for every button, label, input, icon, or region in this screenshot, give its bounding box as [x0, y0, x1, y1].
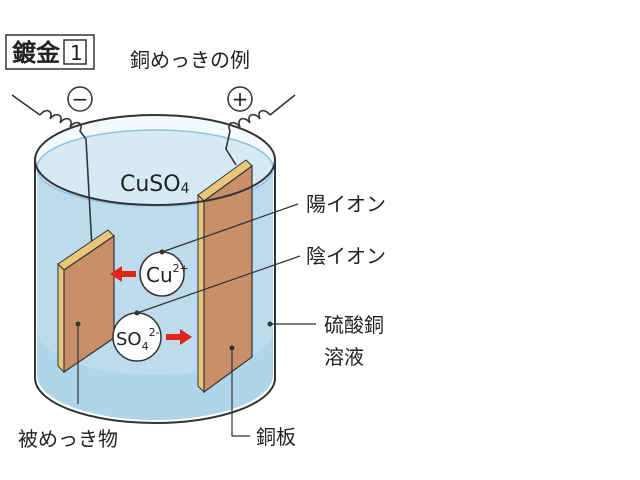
leader-anion: [136, 255, 301, 314]
header: 鍍金 1 銅めっきの例: [5, 34, 250, 72]
leader-copper-plate: [231, 348, 250, 437]
svg-text:Cu2+: Cu2+: [146, 262, 189, 287]
svg-text:SO42-: SO42-: [116, 326, 160, 353]
beaker-wall: [34, 160, 276, 424]
header-frame: [5, 34, 95, 70]
header-number-box: [63, 39, 87, 65]
leader-cation: [161, 203, 299, 253]
header-title: 鍍金: [11, 39, 61, 67]
label-solution-line1: 硫酸銅: [324, 313, 384, 337]
positive-symbol: +: [232, 87, 249, 111]
beaker-rim-front: [34, 159, 276, 206]
header-subtitle: 銅めっきの例: [130, 48, 250, 72]
label-cation: 陽イオン: [306, 192, 386, 216]
negative-terminal-circle: [67, 86, 93, 112]
anion-arrow: [166, 329, 192, 345]
label-plated-object: 被めっき物: [18, 427, 118, 451]
liquid-bottom-shade: [37, 330, 273, 420]
plated-object-plate: [57, 229, 115, 374]
cation-ion: Cu2+: [139, 251, 189, 297]
wire-positive: [225, 94, 296, 166]
cation-arrow: [110, 266, 136, 282]
negative-symbol: −: [72, 87, 89, 111]
label-anion: 陰イオン: [306, 244, 386, 268]
positive-terminal: +: [227, 86, 253, 112]
solution-formula: CuSO4: [120, 172, 190, 197]
anion-ion: SO42-: [112, 312, 162, 362]
label-copper-plate: 銅板: [256, 425, 296, 449]
copper-plate: [197, 159, 253, 394]
wire-negative: [11, 94, 93, 249]
negative-terminal: −: [67, 86, 93, 112]
positive-terminal-circle: [227, 86, 253, 112]
header-number: 1: [70, 41, 83, 65]
label-solution-line2: 溶液: [324, 345, 364, 369]
leader-lines: [75, 203, 316, 437]
